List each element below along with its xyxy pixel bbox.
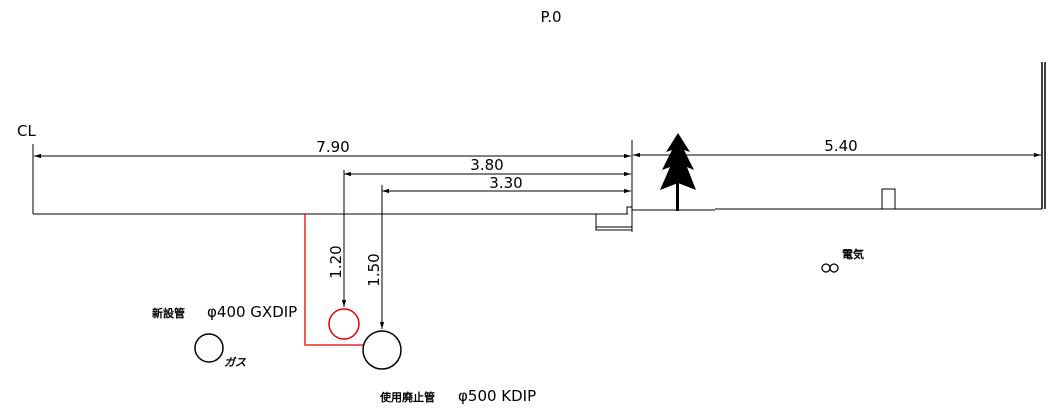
new-pipe-route [304,214,364,346]
tree-icon [660,133,696,211]
dim-label-380: 3.80 [470,156,503,174]
old-pipe-circle [362,330,402,370]
old-pipe-label-jp: 使用廃止管 [379,390,435,404]
dim-label-790: 7.90 [316,138,349,156]
dim-label-330: 3.30 [489,174,522,192]
old-pipe-label-spec: φ500 KDIP [458,387,536,405]
new-pipe-label-spec: φ400 GXDIP [207,303,297,321]
new-pipe-label-jp: 新設管 [152,306,185,320]
gas-pipe-circle [194,333,224,363]
right-wall [1041,62,1046,209]
curb-gutter [595,206,633,231]
dim-label-150: 1.50 [365,253,383,286]
electric-label: 電気 [842,247,864,261]
electric-cable-icon [821,263,839,273]
dim-label-540: 5.40 [824,137,857,155]
gas-label: ガス [224,356,246,369]
centerline-label: CL [17,122,36,140]
dim-label-120: 1.20 [327,245,345,278]
section-label: P.0 [540,8,561,26]
new-pipe-circle [328,308,360,340]
utility-box [881,188,896,210]
